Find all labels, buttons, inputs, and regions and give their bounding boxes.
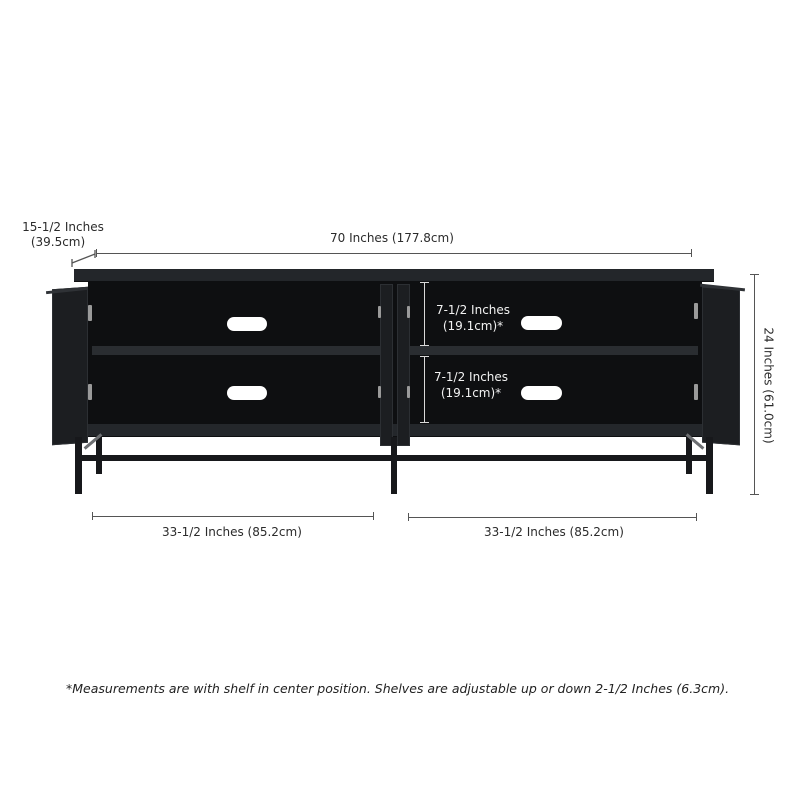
shelf-lower-dimension-line — [424, 356, 425, 423]
right-section-tick-left — [408, 513, 409, 521]
left-section-label: 33-1/2 Inches (85.2cm) — [162, 525, 302, 539]
left-section-tick-right — [373, 512, 374, 520]
hinge-icon — [88, 305, 92, 321]
shelf-lower-label-inches: 7-1/2 Inches — [433, 370, 509, 384]
height-tick-bottom — [750, 494, 759, 495]
shelf-upper-label-inches: 7-1/2 Inches — [435, 303, 511, 317]
hinge-icon — [378, 386, 381, 398]
hinge-icon — [378, 306, 381, 318]
cable-slot-right-upper — [521, 316, 562, 330]
shelf-upper-label-cm: (19.1cm)* — [442, 319, 504, 333]
shelf-upper-tick-top — [420, 282, 429, 283]
hinge-icon — [407, 306, 410, 318]
shelf-left — [92, 346, 382, 355]
cable-slot-left-lower — [227, 386, 267, 400]
cable-slot-right-lower — [521, 386, 562, 400]
door-center-right — [397, 284, 410, 446]
depth-label-cm: (39.5cm) — [30, 235, 86, 249]
hinge-icon — [407, 386, 410, 398]
shelf-lower-tick-top — [420, 356, 429, 357]
width-tick-left — [96, 249, 97, 257]
leg-front-right — [706, 437, 713, 494]
width-dimension-line — [96, 253, 692, 254]
shelf-lower-label: 7-1/2 Inches (19.1cm)* — [428, 369, 514, 401]
hinge-icon — [88, 384, 92, 400]
leg-front-center — [391, 437, 397, 494]
shelf-right — [408, 346, 698, 355]
door-center-left — [380, 284, 393, 446]
shelf-lower-tick-bottom — [420, 422, 429, 423]
base-stretcher — [82, 455, 706, 461]
footnote: *Measurements are with shelf in center p… — [66, 681, 730, 696]
door-right-outer — [702, 286, 740, 446]
leg-front-left — [75, 437, 82, 494]
depth-label-inches: 15-1/2 Inches — [22, 220, 104, 234]
shelf-lower-label-cm: (19.1cm)* — [440, 386, 502, 400]
right-section-tick-right — [696, 513, 697, 521]
shelf-upper-tick-bottom — [420, 345, 429, 346]
hinge-icon — [694, 384, 698, 400]
height-dimension-line — [754, 274, 755, 495]
door-left-outer — [52, 286, 88, 446]
shelf-upper-label: 7-1/2 Inches (19.1cm)* — [430, 302, 516, 334]
hinge-icon — [694, 303, 698, 319]
left-section-tick-left — [92, 512, 93, 520]
depth-dimension-line — [71, 250, 96, 267]
left-section-dimension-line — [92, 516, 374, 517]
depth-label: 15-1/2 Inches (39.5cm) — [18, 220, 108, 250]
height-tick-top — [750, 274, 759, 275]
cable-slot-left-upper — [227, 317, 267, 331]
width-label: 70 Inches (177.8cm) — [330, 231, 454, 245]
right-section-dimension-line — [408, 517, 696, 518]
right-section-label: 33-1/2 Inches (85.2cm) — [484, 525, 624, 539]
shelf-upper-dimension-line — [424, 282, 425, 346]
cabinet-bottom-panel — [88, 424, 702, 436]
width-tick-right — [691, 249, 692, 257]
cabinet-body — [88, 281, 702, 437]
